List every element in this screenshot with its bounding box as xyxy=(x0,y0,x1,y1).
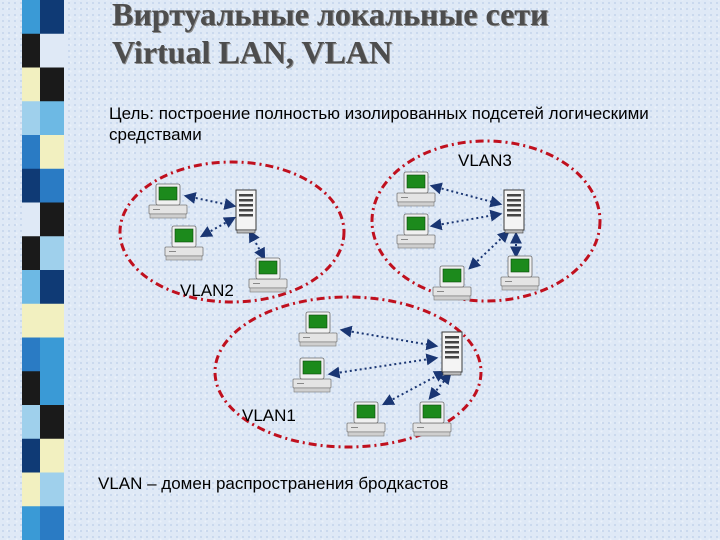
stripe-block xyxy=(22,33,40,68)
stripe-block xyxy=(40,101,64,136)
workstation-icon xyxy=(292,357,332,393)
slide-title-line1: Виртуальные локальные сети xyxy=(112,0,549,32)
workstation-icon xyxy=(148,183,188,219)
vlan3-link xyxy=(468,230,510,270)
workstation-icon xyxy=(396,213,436,249)
workstation-icon xyxy=(412,401,452,437)
slide-title-line2: Virtual LAN, VLAN xyxy=(112,34,393,70)
stripe-block xyxy=(40,202,64,237)
workstation-icon xyxy=(248,257,288,293)
server-tower-icon xyxy=(235,189,257,234)
vlan2-link xyxy=(199,216,237,238)
stripe-block xyxy=(22,101,40,136)
vlan2-label: VLAN2 xyxy=(180,281,234,300)
workstation-icon xyxy=(298,311,338,347)
vlan1-label: VLAN1 xyxy=(242,406,296,425)
slide-footer: VLAN – домен распространения бродкастов xyxy=(98,474,449,493)
vlan1-link xyxy=(339,325,439,351)
stripe-block xyxy=(40,438,64,473)
stripe-block xyxy=(40,303,64,338)
stripe-block xyxy=(40,0,64,35)
stripe-block xyxy=(22,337,40,372)
stripe-block xyxy=(40,236,64,271)
slide-subtitle: Цель: построение полностью изолированных… xyxy=(109,104,649,144)
vlan1-link xyxy=(327,353,439,379)
stripe-block xyxy=(22,135,40,170)
stripe-block xyxy=(40,168,64,203)
stripe-block xyxy=(40,472,64,507)
stripe-block xyxy=(22,303,40,338)
stripe-block xyxy=(22,270,40,305)
stripe-block xyxy=(40,67,64,102)
stripe-block xyxy=(22,371,40,406)
stripe-block xyxy=(22,168,40,203)
workstation-icon xyxy=(396,171,436,207)
vlan1-link xyxy=(428,372,452,400)
stripe-block xyxy=(40,506,64,540)
stripe-block xyxy=(22,438,40,473)
workstation-icon xyxy=(346,401,386,437)
stripe-block xyxy=(22,236,40,271)
vlan3-label: VLAN3 xyxy=(458,151,512,170)
vlan1-boundary xyxy=(213,295,483,449)
stripe-block xyxy=(40,371,64,406)
vlan2-link xyxy=(248,229,266,261)
stripe-block xyxy=(22,405,40,440)
stripe-block xyxy=(40,405,64,440)
server-tower-icon xyxy=(441,331,463,376)
decorative-stripe xyxy=(22,0,64,540)
workstation-icon xyxy=(164,225,204,261)
vlan1-link xyxy=(381,370,447,406)
stripe-block xyxy=(40,33,64,68)
stripe-block xyxy=(40,337,64,372)
workstation-icon xyxy=(500,255,540,291)
vlan3-boundary xyxy=(370,139,602,303)
stripe-block xyxy=(22,0,40,35)
stripe-block xyxy=(22,202,40,237)
vlan2-link xyxy=(183,192,237,210)
stripe-block xyxy=(22,506,40,540)
stripe-block xyxy=(22,472,40,507)
vlan2-boundary xyxy=(118,160,346,304)
stripe-block xyxy=(40,135,64,170)
stripe-block xyxy=(40,270,64,305)
vlan3-link xyxy=(429,209,503,231)
stripe-block xyxy=(22,67,40,102)
workstation-icon xyxy=(432,265,472,301)
vlan3-link xyxy=(429,182,503,208)
server-tower-icon xyxy=(503,189,525,234)
